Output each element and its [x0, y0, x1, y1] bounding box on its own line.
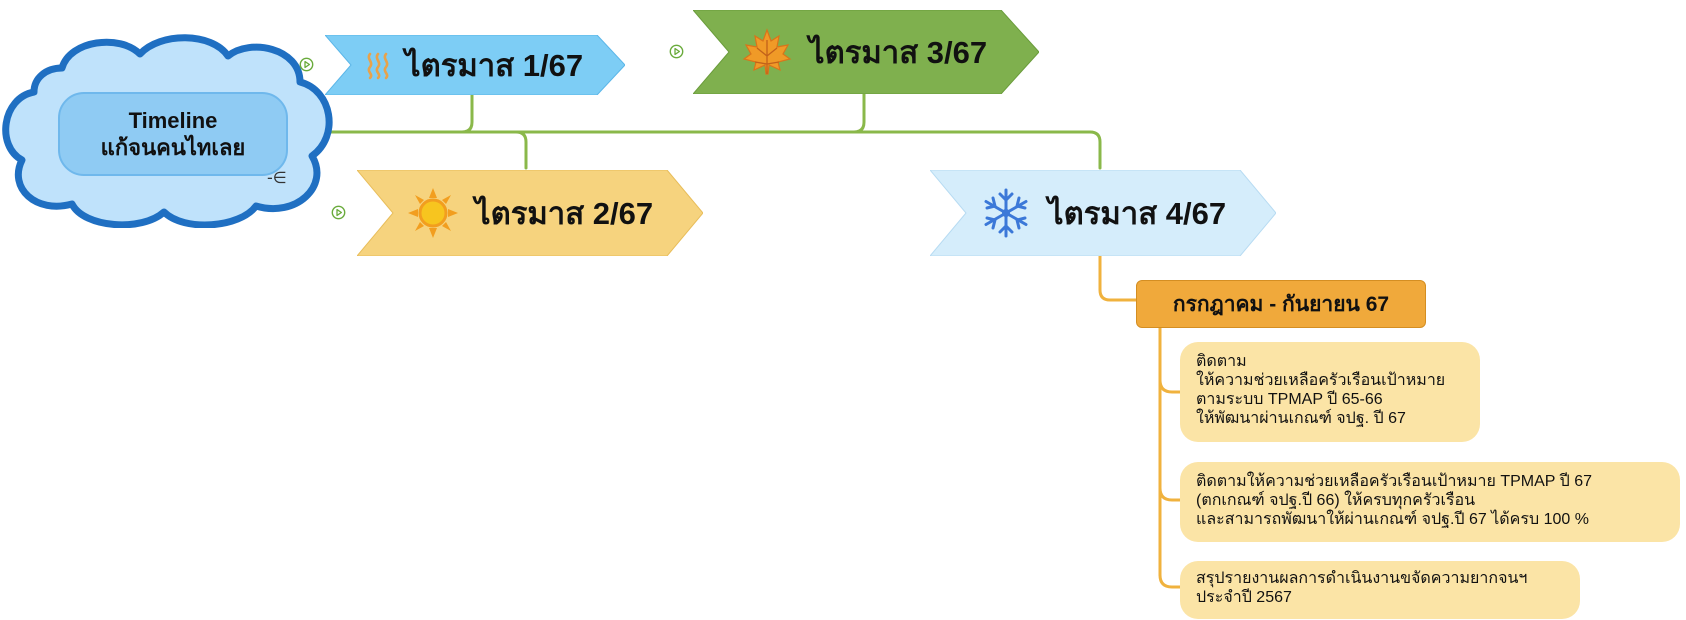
note-card-3[interactable]: สรุปรายงานผลการดำเนินงานขจัดความยากจนฯ ป…: [1180, 561, 1580, 619]
note-3-line: สรุปรายงานผลการดำเนินงานขจัดความยากจนฯ: [1196, 570, 1528, 587]
root-title: Timeline: [128, 108, 218, 133]
maple-leaf-icon: [741, 26, 793, 78]
subtopic-jul-sep[interactable]: กรกฎาคม - กันยายน 67: [1136, 280, 1426, 328]
connector-note-2: [1158, 486, 1182, 502]
root-topic[interactable]: Timeline แก้จนคนไทเลย: [58, 92, 288, 176]
sun-icon: [407, 187, 459, 239]
note-1-line: ตามระบบ TPMAP ปี 65-66: [1196, 391, 1383, 408]
note-2-line: (ตกเกณฑ์ จปฐ.ปี 66) ให้ครบทุกครัวเรือน: [1196, 492, 1476, 509]
quarter-4-label: ไตรมาส 4/67: [1048, 196, 1227, 231]
quarter-2-label: ไตรมาส 2/67: [475, 196, 654, 231]
connector-note-3: [1158, 573, 1182, 589]
connector-quarter-3: [852, 90, 866, 134]
connector-quarter-4-to-month: [1098, 254, 1138, 302]
connector-root-trunk: [278, 130, 1102, 170]
quarter-1-banner-shape: [325, 35, 625, 95]
expand-play-icon[interactable]: [331, 205, 346, 220]
expand-play-icon[interactable]: [669, 44, 684, 59]
note-1-line: ให้ความช่วยเหลือครัวเรือนเป้าหมาย: [1196, 372, 1446, 389]
quarter-4-banner-shape: [930, 170, 1276, 256]
note-1-line: ติดตาม: [1196, 353, 1247, 370]
quarter-4-topic[interactable]: ไตรมาส 4/67: [930, 170, 1276, 256]
quarter-3-topic[interactable]: ไตรมาส 3/67: [693, 10, 1039, 94]
note-2-line: และสามารถพัฒนาให้ผ่านเกณฑ์ จปฐ.ปี 67 ได้…: [1196, 511, 1589, 528]
quarter-3-label: ไตรมาส 3/67: [809, 35, 988, 70]
heat-waves-icon: [363, 50, 393, 80]
quarter-1-topic[interactable]: ไตรมาส 1/67: [325, 35, 625, 95]
quarter-1-label: ไตรมาส 1/67: [405, 48, 584, 83]
note-1-line: ให้พัฒนาผ่านเกณฑ์ จปฐ. ปี 67: [1196, 410, 1406, 427]
quarter-2-topic[interactable]: ไตรมาส 2/67: [357, 170, 703, 256]
note-card-1[interactable]: ติดตาม ให้ความช่วยเหลือครัวเรือนเป้าหมาย…: [1180, 342, 1480, 442]
collapse-toggle-icon[interactable]: -∈: [267, 168, 287, 187]
note-card-2[interactable]: ติดตามให้ความช่วยเหลือครัวเรือนเป้าหมาย …: [1180, 462, 1680, 542]
root-subtitle: แก้จนคนไทเลย: [100, 135, 246, 160]
note-3-line: ประจำปี 2567: [1196, 589, 1292, 606]
quarter-3-banner-shape: [693, 10, 1039, 94]
connector-quarter-1: [460, 93, 474, 134]
connector-note-1: [1158, 378, 1182, 394]
expand-play-icon[interactable]: [299, 57, 314, 72]
note-2-line: ติดตามให้ความช่วยเหลือครัวเรือนเป้าหมาย …: [1196, 473, 1592, 490]
snowflake-icon: [980, 187, 1032, 239]
connector-quarter-2: [514, 130, 528, 170]
quarter-2-banner-shape: [357, 170, 703, 256]
